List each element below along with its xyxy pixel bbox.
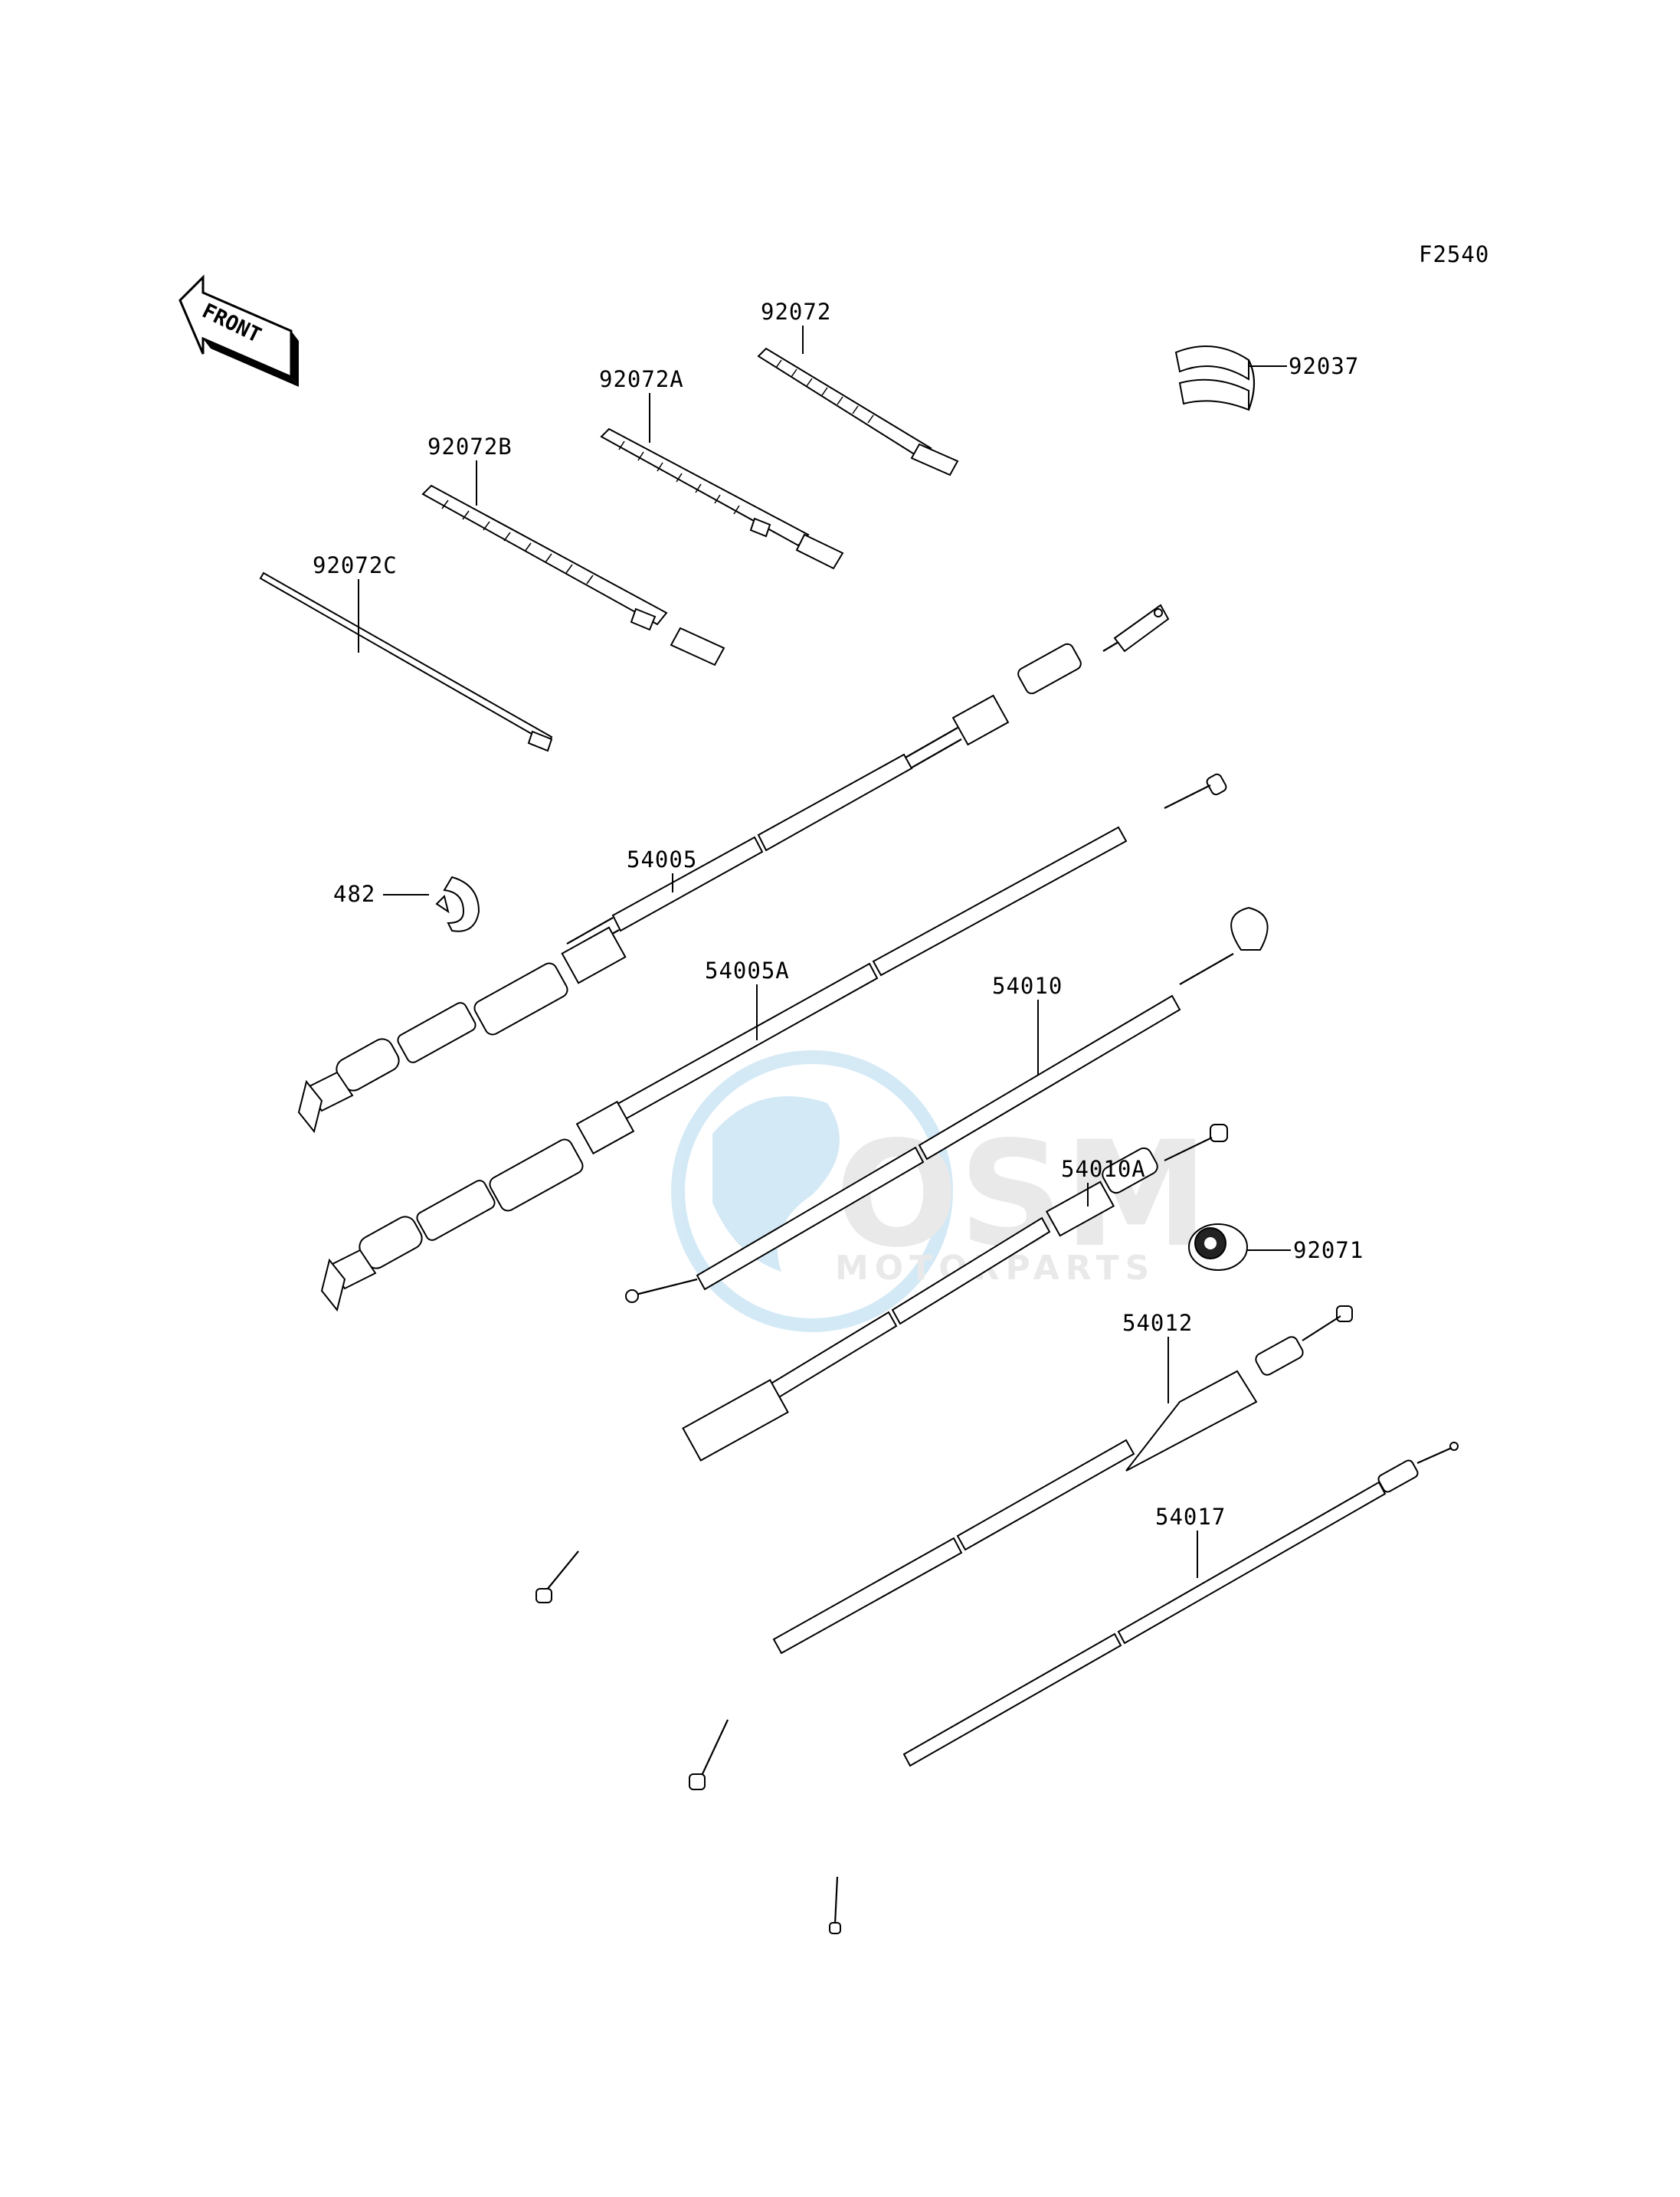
cable-54005A	[320, 773, 1227, 1312]
label-92072B: 92072B	[427, 434, 513, 460]
label-54005: 54005	[627, 846, 697, 873]
grommet-92071	[1188, 1223, 1248, 1271]
label-54010: 54010	[992, 973, 1063, 999]
label-482: 482	[333, 881, 375, 907]
front-arrow-icon: FRONT	[178, 274, 299, 387]
cable-54005	[297, 604, 1170, 1134]
cable-54010A	[535, 1124, 1228, 1603]
label-54005A: 54005A	[705, 958, 790, 984]
cable-54017	[829, 1442, 1459, 1934]
label-92037: 92037	[1289, 353, 1359, 379]
label-54010A: 54010A	[1061, 1156, 1146, 1182]
strap-92072B	[421, 484, 725, 666]
cable-54010	[625, 906, 1269, 1303]
eclip-482	[435, 876, 480, 932]
label-92072: 92072	[761, 299, 831, 325]
watermark-logo: OSM	[835, 1110, 1208, 1279]
watermark: OSM MOTORPARTS	[671, 1050, 1208, 1332]
strap-92072	[757, 347, 959, 476]
label-92071: 92071	[1293, 1237, 1364, 1263]
clamp-92037	[1174, 345, 1256, 411]
strap-92072A	[600, 427, 844, 570]
figure-code: F2540	[1419, 241, 1489, 267]
label-54012: 54012	[1122, 1310, 1193, 1336]
tie-92072C	[259, 571, 553, 752]
cable-54012	[689, 1305, 1353, 1790]
label-92072A: 92072A	[599, 366, 684, 392]
label-54017: 54017	[1155, 1504, 1226, 1530]
label-92072C: 92072C	[313, 552, 398, 578]
